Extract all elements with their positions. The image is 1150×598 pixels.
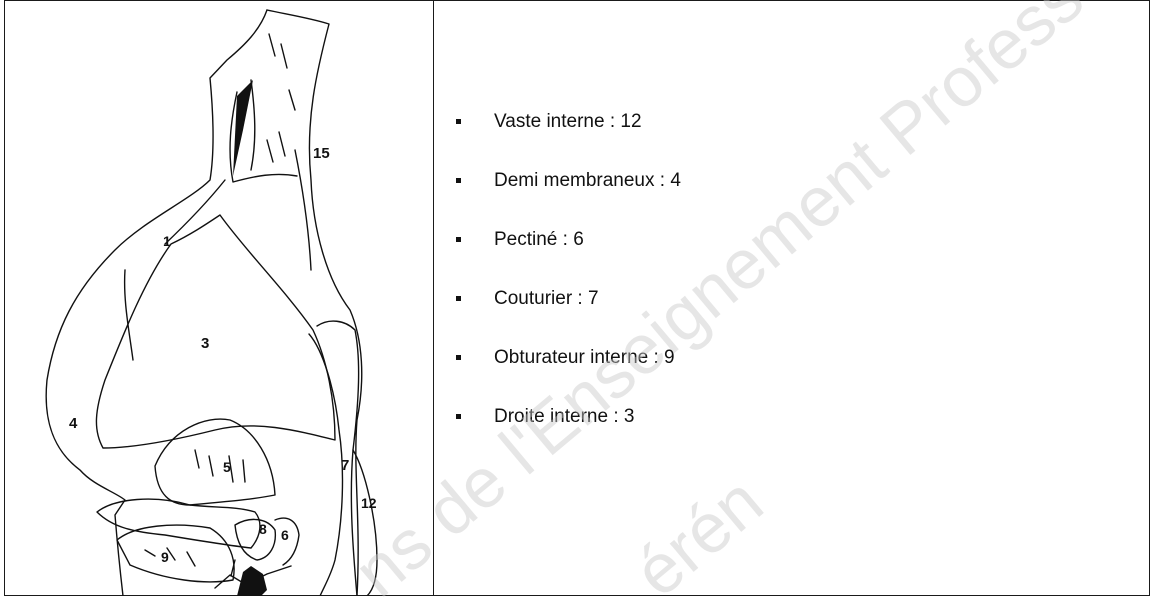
shaft-ridge-3	[295, 150, 311, 270]
bullet-icon	[456, 414, 461, 419]
document-table: 15 1 3 4 5 7 12 8 6 9 Vaste interne : 12…	[4, 0, 1150, 596]
figure-label-5: 5	[223, 459, 231, 475]
muscle-7-column	[309, 334, 342, 596]
region-3	[96, 215, 335, 448]
sketch-hatch-1	[267, 34, 295, 162]
region-9	[117, 525, 234, 582]
figure-label-15: 15	[313, 145, 330, 162]
bullet-icon	[456, 119, 461, 124]
list-item: Couturier : 7	[456, 287, 681, 346]
figure-label-4: 4	[69, 415, 78, 432]
sketch-hatch-2	[195, 450, 245, 482]
figure-label-6: 6	[281, 527, 289, 543]
figure-label-1: 1	[163, 233, 171, 249]
bullet-icon	[456, 355, 461, 360]
list-item-text: Vaste interne : 12	[494, 111, 642, 132]
figure-label-8: 8	[259, 521, 267, 537]
list-item-text: Droite interne : 3	[494, 406, 634, 427]
list-item-text: Obturateur interne : 9	[494, 347, 675, 368]
anatomical-drawing: 15 1 3 4 5 7 12 8 6 9	[5, 0, 435, 596]
list-item: Obturateur interne : 9	[456, 346, 681, 405]
shaft-ridge-2	[251, 80, 255, 170]
list-item-text: Pectiné : 6	[494, 229, 584, 250]
figure-label-12: 12	[361, 495, 377, 511]
list-item: Demi membraneux : 4	[456, 169, 681, 228]
list-item: Droite interne : 3	[456, 405, 681, 464]
figure-label-9: 9	[161, 549, 169, 565]
figure-label-3: 3	[201, 335, 209, 352]
figure-label-7: 7	[341, 457, 349, 474]
dark-star	[237, 566, 267, 596]
list-item: Pectiné : 6	[456, 228, 681, 287]
region-8	[235, 519, 275, 560]
muscle-7-inner	[317, 321, 359, 596]
shaft-right-outline	[267, 10, 362, 596]
region-5	[155, 419, 275, 505]
bullet-icon	[456, 296, 461, 301]
sketch-hatch-3	[145, 548, 195, 566]
list-item-text: Couturier : 7	[494, 288, 599, 309]
bullet-icon	[456, 178, 461, 183]
legend-cell: Vaste interne : 12 Demi membraneux : 4 P…	[434, 0, 1150, 596]
figure-cell: 15 1 3 4 5 7 12 8 6 9	[4, 0, 434, 596]
list-item-text: Demi membraneux : 4	[494, 170, 681, 191]
bullet-icon	[456, 237, 461, 242]
muscle-legend-list: Vaste interne : 12 Demi membraneux : 4 P…	[456, 110, 681, 464]
list-item: Vaste interne : 12	[456, 110, 681, 169]
shaft-ridge-4	[165, 180, 225, 244]
